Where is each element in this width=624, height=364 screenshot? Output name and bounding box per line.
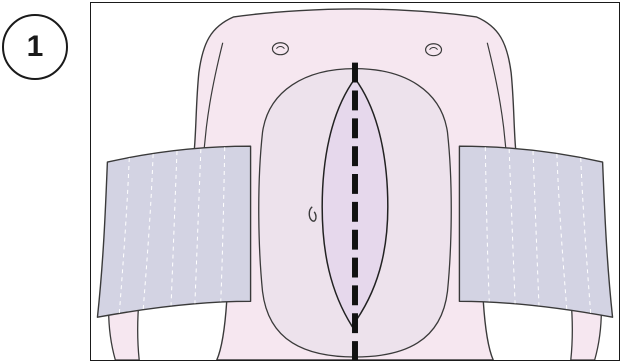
left-binder-panel xyxy=(97,146,250,317)
right-binder-panel xyxy=(459,146,612,317)
abdominal-binder-illustration xyxy=(91,3,619,360)
illustration-frame xyxy=(90,2,620,361)
step-number-badge: 1 xyxy=(2,14,68,80)
step-number-label: 1 xyxy=(27,32,44,62)
